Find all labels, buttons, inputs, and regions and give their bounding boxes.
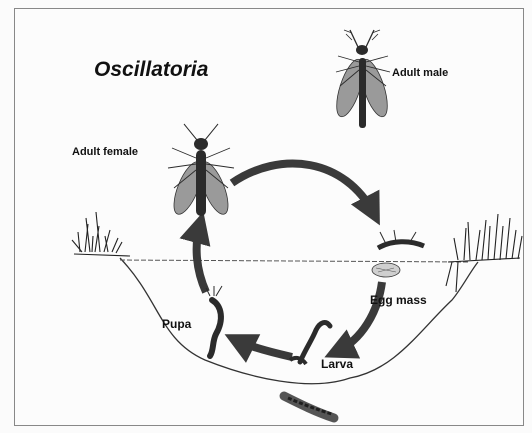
larva-label: Larva bbox=[321, 357, 353, 371]
egg-mass-label: Egg mass bbox=[370, 293, 427, 307]
right-grass-icon bbox=[446, 214, 522, 292]
egg-mass-icon bbox=[372, 230, 424, 277]
cycle-arrow-larva-to-pupa bbox=[236, 340, 292, 357]
pupa-label: Pupa bbox=[162, 317, 191, 331]
larva-tube-icon bbox=[284, 396, 334, 418]
pupa-icon bbox=[206, 286, 222, 356]
cycle-arrow-adult-to-egg bbox=[232, 164, 374, 214]
cycle-arrow-pupa-to-adult bbox=[197, 224, 206, 292]
left-grass-icon bbox=[72, 212, 130, 256]
adult-male-label: Adult male bbox=[392, 67, 448, 79]
water-surface-line bbox=[120, 260, 470, 262]
diagram-title: Oscillatoria bbox=[94, 58, 208, 82]
adult-male-midge-icon bbox=[331, 30, 393, 128]
adult-female-label: Adult female bbox=[72, 146, 138, 158]
adult-female-midge-icon bbox=[168, 124, 234, 218]
